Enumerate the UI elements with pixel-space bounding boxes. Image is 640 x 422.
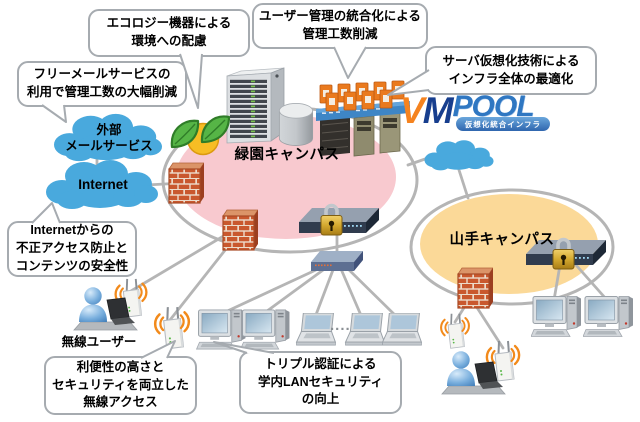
- internet-cloud-label: Internet: [78, 177, 128, 192]
- desktop-pc-icon: [196, 309, 246, 350]
- firewall-brick-icon-yamate: [457, 267, 493, 309]
- campus-label-ryokuen: 緑園キャンパス: [234, 147, 340, 163]
- firewall-brick-icon-left: [168, 162, 204, 204]
- desktop-pc-icon: [531, 295, 582, 338]
- callout-user-management: ユーザー管理の統合化による 管理工数削減: [252, 3, 428, 49]
- firewall-brick-icon-bottom: [222, 209, 258, 251]
- external-mail-cloud-label: 外部 メールサービス: [65, 123, 153, 153]
- more-devices-ellipsis: ....: [330, 317, 351, 334]
- callout-free-mail: フリーメールサービスの 利用で管理工数の大幅削減: [17, 61, 187, 107]
- laptop-icon: [382, 313, 422, 346]
- wireless-ap-icon: [153, 305, 191, 351]
- desktop-pc-icon: [240, 309, 290, 350]
- vmpool-logo-m: M: [422, 90, 454, 131]
- vmpool-logo: VMPOOL 仮想化統合インフラ: [400, 90, 552, 136]
- callout-wireless-access: 利便性の高さと セキュリティを両立した 無線アクセス: [44, 356, 197, 415]
- callout-triple-auth: トリプル認証による 学内LANセキュリティ の向上: [239, 351, 402, 414]
- database-cylinder-icon: [278, 102, 314, 146]
- wireless-ap-icon: [439, 312, 471, 350]
- wan-cloud: [424, 140, 494, 171]
- vmpool-logo-subtitle: 仮想化統合インフラ: [455, 117, 550, 131]
- network-switch-icon: [311, 251, 363, 271]
- callout-server-virtualization: サーバ仮想化技術による インフラ全体の最適化: [425, 46, 597, 95]
- vmpool-logo-v: V: [400, 90, 425, 131]
- wireless-user-label: 無線ユーザー: [61, 335, 137, 349]
- callout-eco-device: エコロジー機器による 環境への配慮: [88, 9, 250, 57]
- callout-internet-security: Internetからの 不正アクセス防止と コンテンツの安全性: [7, 221, 137, 277]
- desktop-pc-icon: [583, 295, 634, 338]
- server-rack-icon: [226, 67, 285, 144]
- campus-label-yamate: 山手キャンパス: [449, 232, 555, 248]
